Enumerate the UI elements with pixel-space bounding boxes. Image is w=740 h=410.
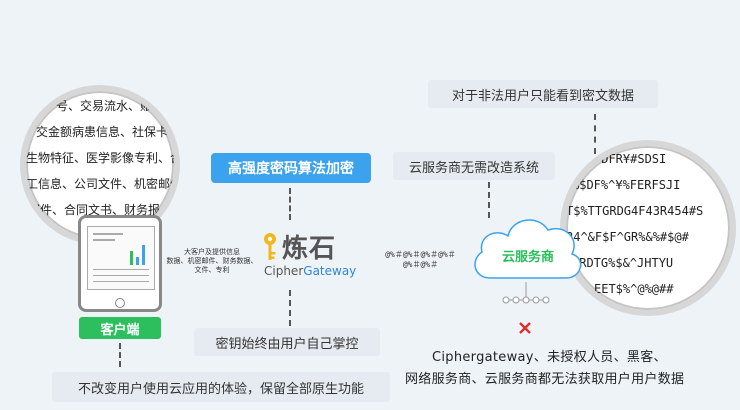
client-data-text-line: 大客户及提供信息	[184, 248, 240, 256]
cipher-gateway-logo: 炼石 CipherGateway	[260, 230, 370, 280]
home-button-icon	[115, 298, 125, 308]
plaintext-line: 生物特征、医学影像专利、合同	[26, 151, 180, 165]
ciphertext-line: FDFR¥#SDSI	[594, 152, 667, 166]
plaintext-line: 邮件、合同文书、财务报	[28, 203, 161, 217]
illegal-user-label: 对于非法用户只能看到密文数据	[428, 80, 658, 108]
ciphertext-line: R4^&F$F^GR%&%#$@#	[566, 230, 689, 244]
connector-dashed	[594, 114, 596, 154]
key-icon	[264, 233, 276, 260]
connector-dashed	[289, 290, 291, 326]
logo-cipher-word: Cipher	[264, 264, 304, 278]
client-label: 客户端	[79, 317, 161, 339]
ciphertext-line: $RDTG%$&^JHTYU	[572, 256, 674, 270]
ciphertext-flow-line: @%＃@%＃@%＃@%＃	[385, 250, 456, 259]
tablet-icon	[78, 215, 162, 312]
plaintext-line: 号、交易流水、账户	[56, 99, 165, 113]
no-system-change-label: 云服务商无需改造系统	[393, 152, 555, 180]
logo-gateway-word: Gateway	[303, 264, 357, 278]
logo-english-name: CipherGateway	[264, 264, 356, 278]
ciphertext-line: %$DF%^¥%FERFSJI	[572, 178, 681, 192]
key-control-label: 密钥始终由用户自己掌控	[194, 328, 380, 356]
tablet-screen	[87, 226, 155, 290]
ciphertext-flow-line: @%＃@%＃	[402, 260, 439, 269]
client-data-text-line: 数据、机密邮件、财务数据、	[166, 257, 258, 265]
chart-bar-icon	[142, 245, 145, 265]
ciphertext-line: EET$%^@%@##	[594, 282, 674, 296]
cannot-access-line: 网络服务商、云服务商都无法获取用户用户数据	[405, 372, 685, 387]
chart-bar-icon	[130, 251, 133, 265]
network-nodes-icon	[502, 282, 550, 304]
ciphertext-magnifier: FDFR¥#SDSI %$DF%^¥%FERFSJI T$%TTGRDG4F43…	[560, 140, 736, 316]
user-experience-label: 不改变用户使用云应用的体验，保留全部原生功能	[52, 372, 390, 402]
cloud-label: 云服务商	[501, 250, 554, 265]
cloud-icon	[474, 219, 582, 279]
cannot-access-line: Ciphergateway、未授权人员、黑客、	[432, 350, 667, 365]
blocked-x-icon	[519, 322, 531, 334]
logo-chinese-name: 炼石	[282, 234, 337, 264]
plaintext-line: 工信息、公司文件、机密邮件	[26, 177, 180, 191]
ciphertext-line: T$%TTGRDG4F43R454#S	[566, 204, 704, 218]
plaintext-line: 交金额病患信息、社保卡号、	[36, 125, 180, 139]
chart-bar-icon	[136, 257, 139, 265]
connector-dashed	[289, 188, 291, 220]
client-data-text: 大客户及提供信息 数据、机密邮件、财务数据、 文件、专利	[163, 248, 261, 275]
ciphertext-flow: @%＃@%＃@%＃@%＃ @%＃@%＃	[373, 250, 468, 270]
client-data-text-line: 文件、专利	[194, 266, 230, 274]
connector-dashed	[488, 182, 490, 218]
encryption-algorithm-label: 高强度密码算法加密	[211, 153, 371, 183]
connector-dashed	[119, 343, 121, 367]
